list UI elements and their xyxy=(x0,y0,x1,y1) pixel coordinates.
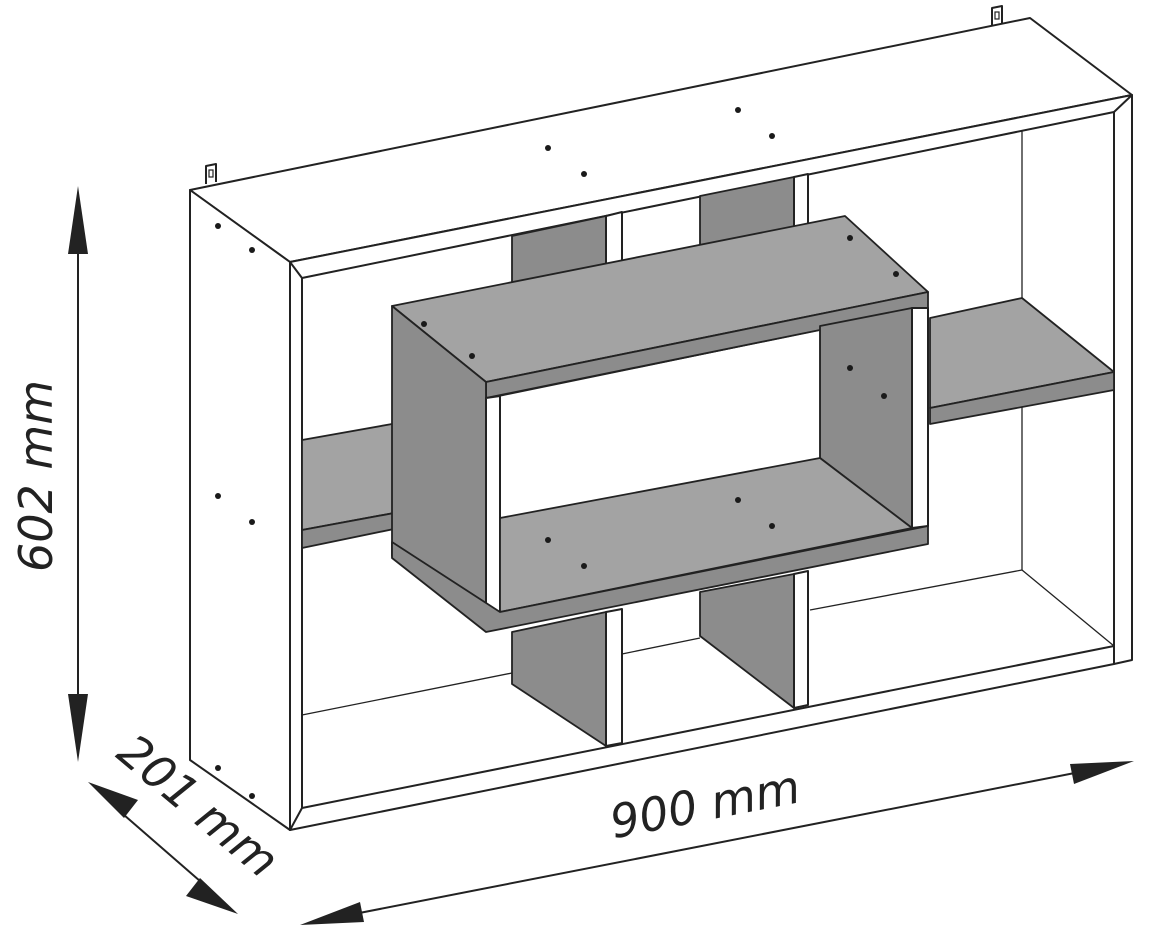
lower-divider-left xyxy=(511,611,607,747)
arrow-down-icon xyxy=(68,694,88,762)
left-front-edge xyxy=(289,261,303,831)
right-front-edge xyxy=(1113,94,1133,665)
bottom-front-edge xyxy=(289,645,1115,831)
screw-holes xyxy=(215,107,899,799)
arrow-left-icon xyxy=(300,902,364,925)
height-dimension: 602 mm xyxy=(9,186,88,762)
bracket-right xyxy=(991,5,1003,26)
hanging-brackets xyxy=(205,5,1003,184)
arrow-up-icon xyxy=(68,186,88,254)
top-panel xyxy=(189,17,1133,263)
central-box xyxy=(391,215,929,633)
arrow-down-right-icon xyxy=(186,878,238,914)
arrow-up-left-icon xyxy=(88,782,138,818)
left-side-panel xyxy=(189,189,291,831)
cabinet-body xyxy=(189,17,1133,831)
box-bottom xyxy=(499,457,913,613)
height-label: 602 mm xyxy=(9,380,63,572)
lower-dividers xyxy=(511,570,809,747)
width-label: 900 mm xyxy=(606,759,805,849)
arrow-right-icon xyxy=(1070,761,1134,784)
right-shelf xyxy=(929,297,1115,425)
bracket-left xyxy=(205,163,217,184)
lower-divider-mid xyxy=(699,573,795,709)
